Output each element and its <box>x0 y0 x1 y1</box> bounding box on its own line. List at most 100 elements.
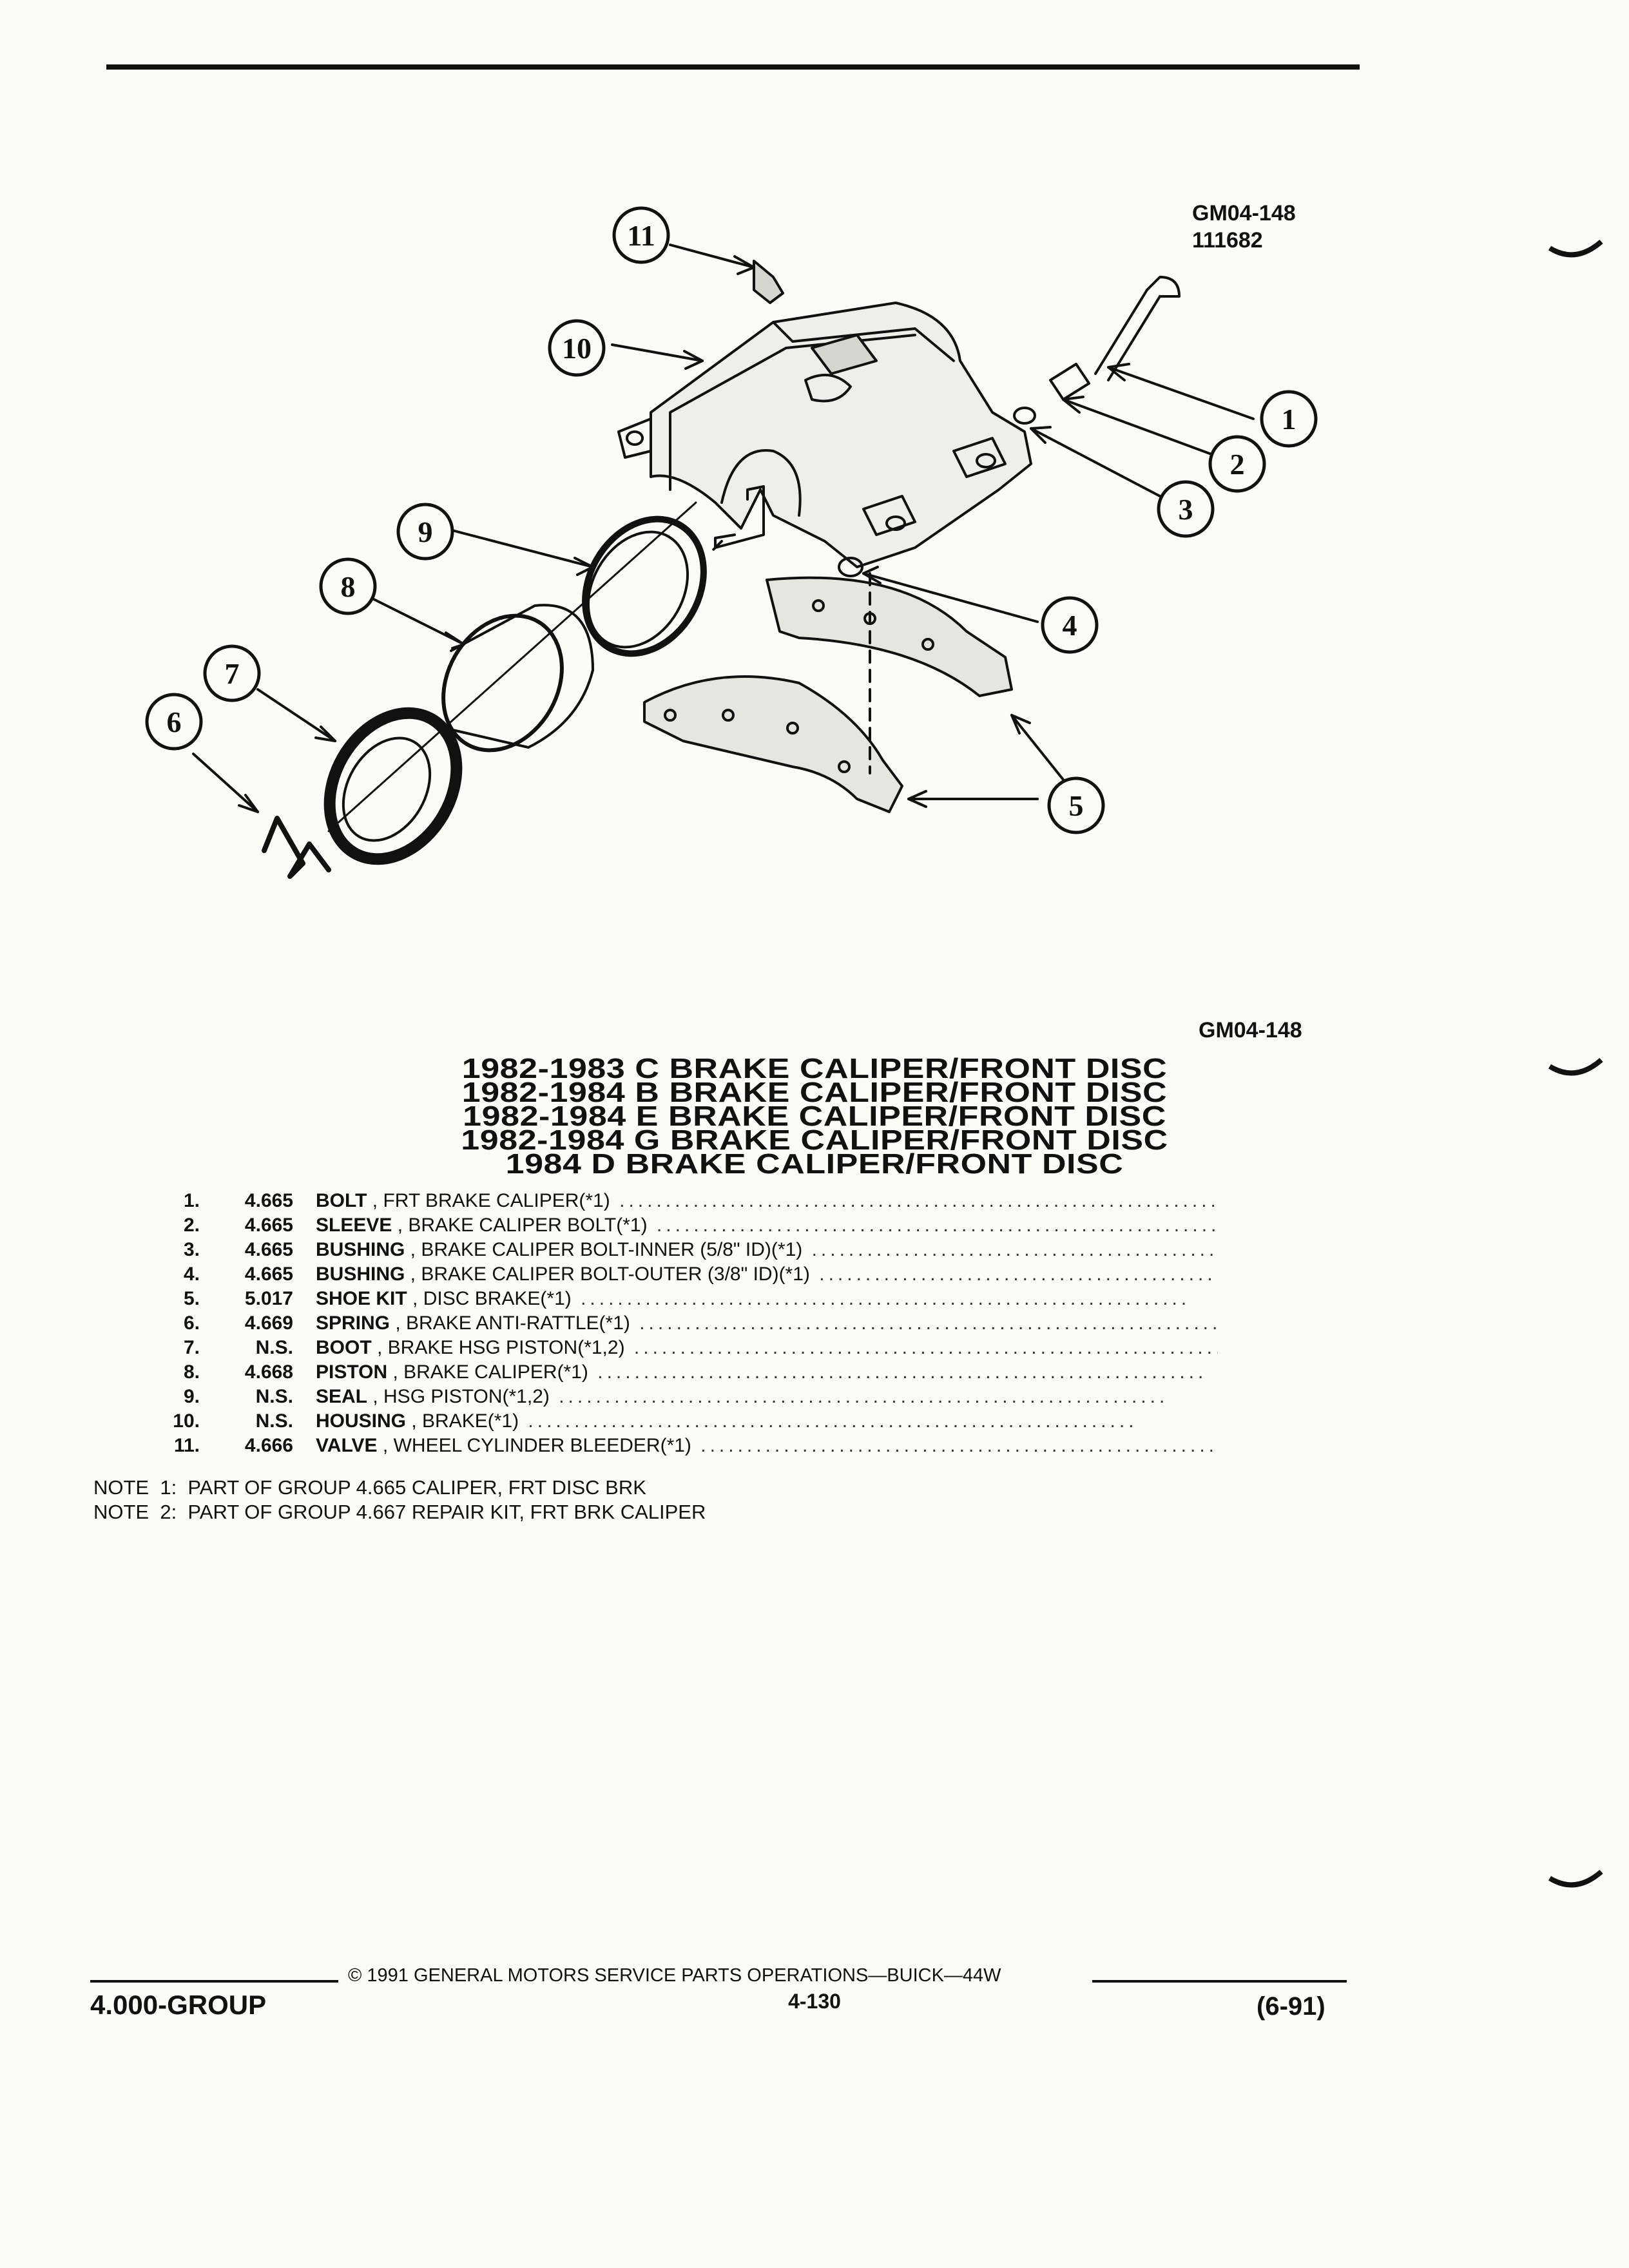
part-name: SPRING <box>316 1312 390 1334</box>
note-1: NOTE 1: PART OF GROUP 4.665 CALIPER, FRT… <box>93 1476 646 1499</box>
part-description: , WHEEL CYLINDER BLEEDER(*1) <box>377 1435 691 1456</box>
callout-2: 2 <box>1230 448 1245 481</box>
figure-date-code: 111682 <box>1192 228 1263 253</box>
list-item: 4. 4.665 BUSHING , BRAKE CALIPER BOLT-OUTE… <box>155 1262 1218 1287</box>
list-item: 7.N.S.BOOT , BRAKE HSG PISTON(*1,2) ....… <box>155 1336 1218 1360</box>
item-number: 2. <box>183 1215 200 1236</box>
item-number: 1. <box>183 1190 200 1211</box>
group-number: 4.665 <box>244 1215 293 1236</box>
sleeve-bushing-drawing <box>1013 363 1090 425</box>
group-number: 4.669 <box>244 1312 293 1334</box>
bushing-outer-drawing <box>838 557 863 577</box>
footer-group: 4.000-GROUP <box>90 1990 267 2020</box>
callout-3: 3 <box>1179 493 1193 526</box>
callout-5: 5 <box>1069 789 1084 822</box>
piston-drawing <box>441 604 594 753</box>
exploded-parts-diagram: 1 2 3 4 5 6 7 8 9 10 11 <box>145 206 1318 879</box>
item-number: 3. <box>183 1239 200 1260</box>
part-name: BUSHING <box>316 1239 405 1260</box>
group-number: 4.665 <box>244 1190 293 1211</box>
part-name: SLEEVE <box>316 1215 392 1236</box>
item-number: 9. <box>183 1386 200 1407</box>
part-description: , BRAKE CALIPER(*1) <box>387 1361 588 1383</box>
binder-mark-icon <box>1548 1869 1603 1888</box>
title-line: 1982-1984 B BRAKE CALIPER/FRONT DISC <box>461 1077 1168 1108</box>
figure-code: GM04-148 <box>1192 201 1296 226</box>
item-number: 5. <box>183 1288 200 1309</box>
callout-8: 8 <box>341 570 356 603</box>
footer-date: (6-91) <box>1257 1992 1325 2021</box>
part-description: , DISC BRAKE(*1) <box>407 1288 572 1309</box>
title-line: 1984 D BRAKE CALIPER/FRONT DISC <box>505 1148 1124 1180</box>
part-name: BOOT <box>316 1337 372 1358</box>
callout-4: 4 <box>1063 609 1077 642</box>
footer-rule-right <box>1092 1980 1347 1983</box>
part-description: , BRAKE HSG PISTON(*1,2) <box>371 1337 625 1358</box>
callout-circles <box>145 206 1318 834</box>
item-number: 7. <box>183 1337 200 1358</box>
callout-10: 10 <box>562 332 592 365</box>
part-description: , BRAKE CALIPER BOLT-OUTER (3/8" ID)(*1) <box>405 1264 810 1285</box>
anti-rattle-spring-drawing <box>262 816 331 879</box>
item-number: 10. <box>173 1410 200 1432</box>
part-name: BOLT <box>316 1190 367 1211</box>
callout-11: 11 <box>627 219 655 252</box>
part-description: , FRT BRAKE CALIPER(*1) <box>367 1190 610 1211</box>
part-name: SEAL <box>316 1386 368 1407</box>
leader-arrows <box>192 244 1255 813</box>
title-line: 1982-1984 G BRAKE CALIPER/FRONT DISC <box>461 1124 1168 1156</box>
group-number: 4.665 <box>244 1264 293 1285</box>
group-number: 4.668 <box>244 1361 293 1383</box>
group-number: 5.017 <box>244 1288 293 1309</box>
group-number: N.S. <box>255 1386 293 1407</box>
caliper-housing-drawing <box>617 302 1032 568</box>
bleeder-valve-drawing <box>753 260 784 304</box>
figure-code-top: GM04-148 111682 <box>1192 200 1296 254</box>
item-number: 6. <box>183 1312 200 1334</box>
footer-copyright: © 1991 GENERAL MOTORS SERVICE PARTS OPER… <box>348 1965 1001 1986</box>
figure-code-bottom: GM04-148 <box>1199 1018 1302 1043</box>
footnotes: NOTE 1: PART OF GROUP 4.665 CALIPER, FRT… <box>93 1475 706 1524</box>
item-number: 8. <box>183 1361 200 1383</box>
piston-boot-drawing <box>323 707 463 865</box>
list-item: 3. 4.665 BUSHING , BRAKE CALIPER BOLT-INNE… <box>155 1238 1218 1262</box>
part-name: SHOE KIT <box>316 1288 407 1309</box>
caliper-bolt-drawing <box>1094 276 1181 381</box>
callout-6: 6 <box>167 706 182 738</box>
binder-mark-icon <box>1548 239 1603 258</box>
part-description: , BRAKE CALIPER BOLT-INNER (5/8" ID)(*1) <box>405 1239 803 1260</box>
list-item: 11. 4.666 VALVE , WHEEL CYLINDER BLEEDER(*… <box>155 1434 1218 1458</box>
top-rule <box>106 64 1360 70</box>
part-name: BUSHING <box>316 1264 405 1285</box>
group-number: 4.666 <box>244 1435 293 1456</box>
group-number: N.S. <box>255 1410 293 1432</box>
part-name: PISTON <box>316 1361 388 1383</box>
item-number: 4. <box>183 1264 200 1285</box>
group-number: N.S. <box>255 1337 293 1358</box>
callout-7: 7 <box>225 657 240 690</box>
callout-9: 9 <box>418 515 433 548</box>
list-item: 9.N.S.SEAL , HSG PISTON(*1,2) ..........… <box>155 1385 1218 1409</box>
page-number: 4-130 <box>788 1990 841 2013</box>
part-description: , BRAKE ANTI-RATTLE(*1) <box>390 1312 630 1334</box>
part-name: VALVE <box>316 1435 378 1456</box>
part-description: , BRAKE CALIPER BOLT(*1) <box>392 1215 648 1236</box>
applicability-titles: 1982-1983 C BRAKE CALIPER/FRONT DISC 198… <box>0 1053 1629 1180</box>
part-description: , HSG PISTON(*1,2) <box>367 1386 550 1407</box>
binder-mark-icon <box>1548 1057 1603 1076</box>
item-number: 11. <box>173 1435 200 1456</box>
part-description: , BRAKE(*1) <box>406 1410 519 1432</box>
part-name: HOUSING <box>316 1410 407 1432</box>
group-number: 4.665 <box>244 1239 293 1260</box>
list-item: 10.N.S.HOUSING , BRAKE(*1) .............… <box>155 1409 1218 1434</box>
brake-shoe-kit-drawing <box>643 576 1013 813</box>
note-2: NOTE 2: PART OF GROUP 4.667 REPAIR KIT, … <box>93 1501 706 1523</box>
footer-rule-left <box>90 1980 338 1983</box>
title-line: 1982-1983 C BRAKE CALIPER/FRONT DISC <box>461 1053 1168 1084</box>
piston-seal-drawing <box>582 515 707 657</box>
